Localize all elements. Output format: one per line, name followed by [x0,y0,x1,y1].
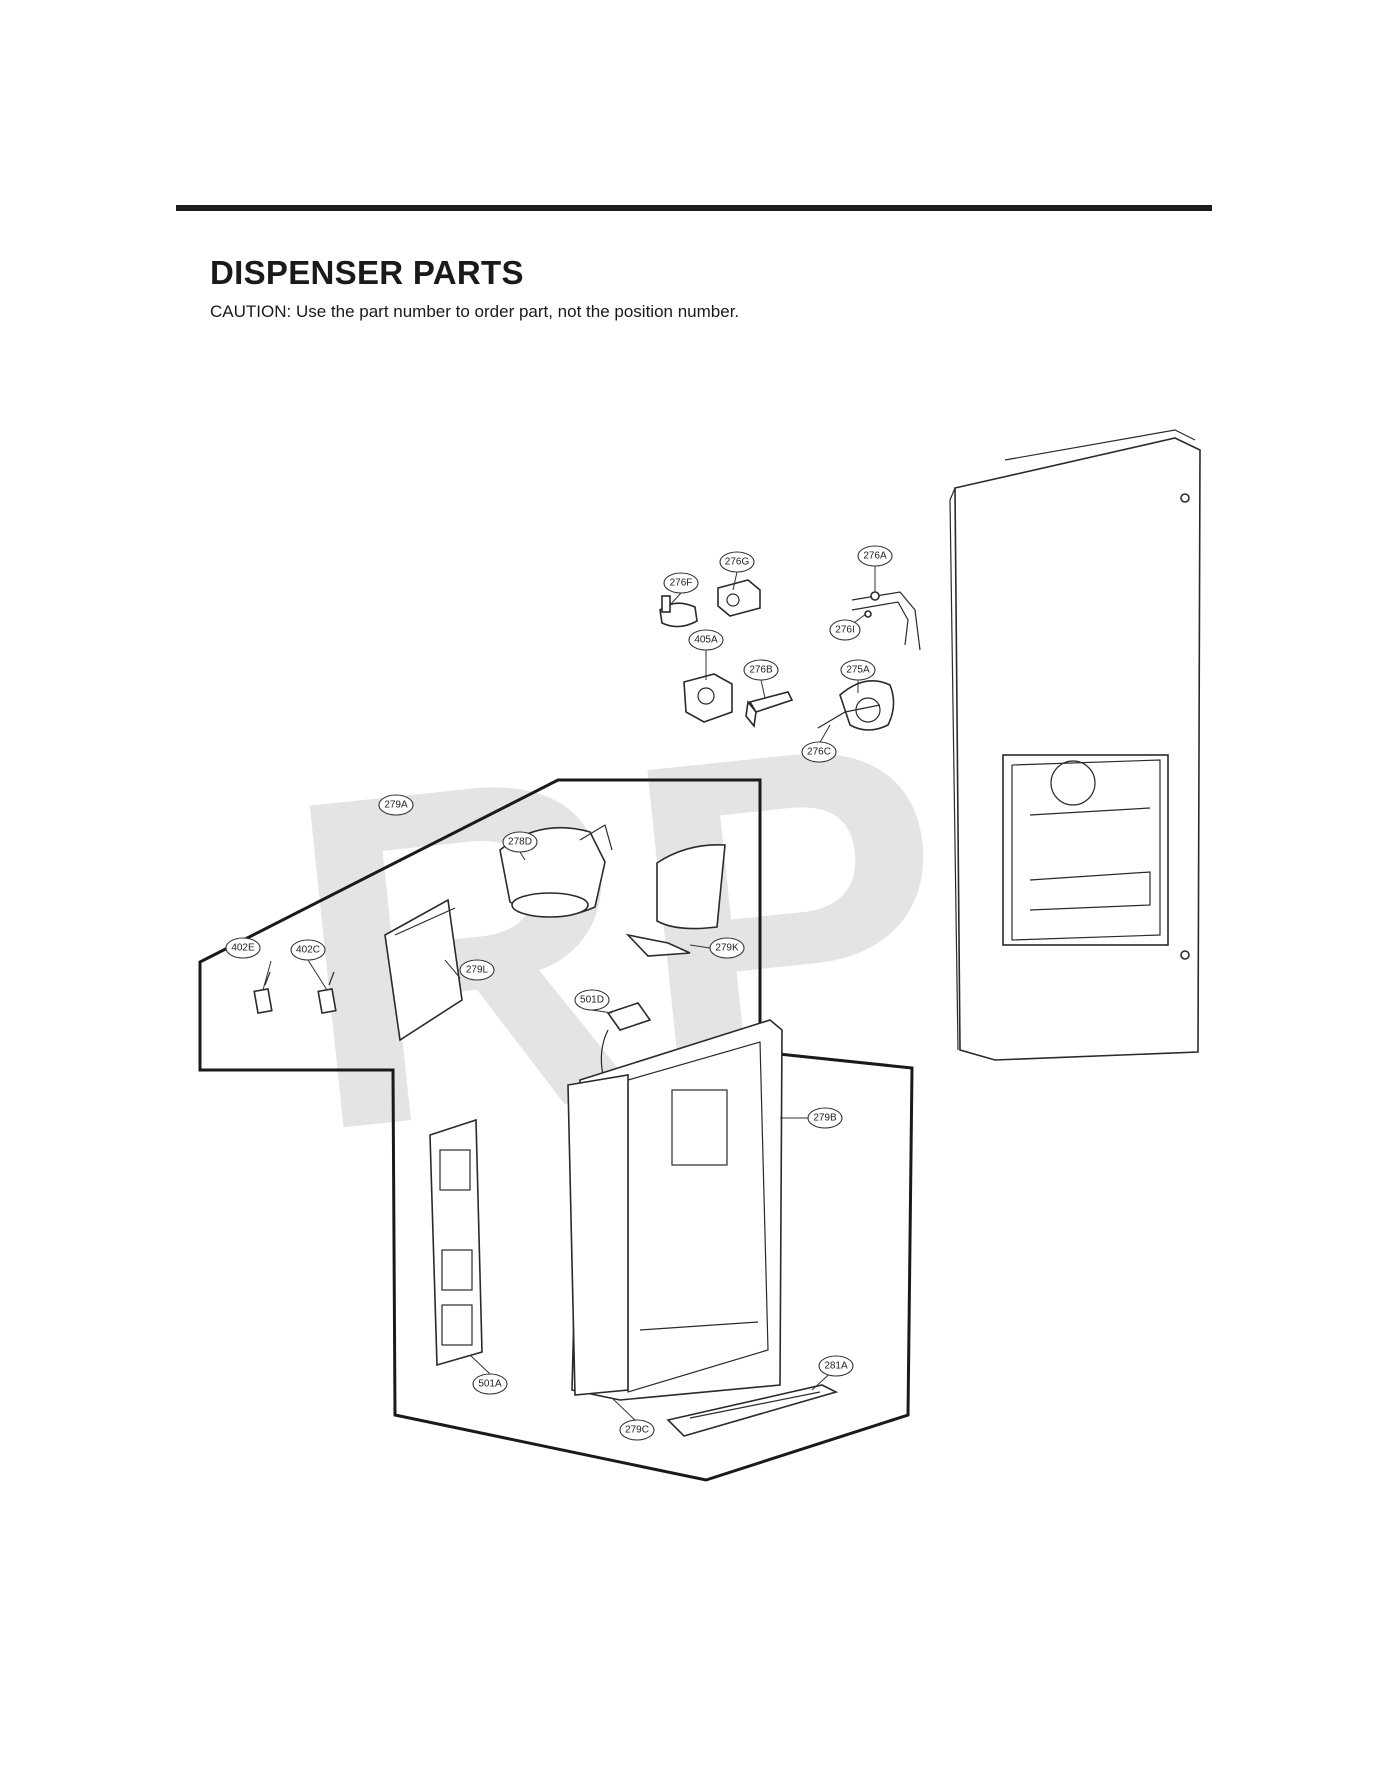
callout-405A: 405A [688,629,724,651]
callout-501D: 501D [574,989,610,1011]
callout-279B: 279B [807,1107,843,1129]
svg-text:276B: 276B [749,665,773,676]
callout-276F: 276F [663,572,699,594]
svg-text:402E: 402E [231,943,255,954]
part-276A [851,591,921,651]
svg-text:279A: 279A [384,800,408,811]
callout-281A: 281A [818,1355,854,1377]
part-402C [317,971,337,1014]
callout-279L: 279L [459,959,495,981]
callout-279K: 279K [709,937,745,959]
part-281A [666,1384,839,1437]
assembly-boundary [198,778,914,1482]
part-276B [745,691,794,728]
svg-text:279C: 279C [625,1425,649,1436]
part-276F [659,595,698,628]
callout-276C: 276C [801,741,837,763]
callout-275A: 275A [840,659,876,681]
svg-text:405A: 405A [694,635,718,646]
callout-276G: 276G [719,551,755,573]
svg-text:402C: 402C [296,945,320,956]
part-501A [429,1118,483,1367]
svg-text:279L: 279L [466,965,489,976]
part-279C [567,1074,629,1396]
header-rule [176,205,1212,211]
callout-501A: 501A [472,1373,508,1395]
part-275A [817,679,895,731]
callout-402E: 402E [225,937,261,959]
svg-text:281A: 281A [824,1361,848,1372]
svg-text:278D: 278D [508,837,532,848]
part-276G [717,579,761,617]
callout-278D: 278D [502,831,538,853]
part-501D [600,1002,652,1076]
callout-276B: 276B [743,659,779,681]
callout-276I: 276I [829,619,861,641]
svg-text:276F: 276F [670,578,693,589]
svg-text:276A: 276A [863,551,887,562]
caution-note: CAUTION: Use the part number to order pa… [210,302,740,321]
callout-402C: 402C [290,939,326,961]
part-402E [253,971,273,1014]
callout-279C: 279C [619,1419,655,1441]
svg-text:276I: 276I [835,625,854,636]
svg-text:501D: 501D [580,995,604,1006]
part-405A [683,673,733,723]
svg-text:501A: 501A [478,1379,502,1390]
door-panel [949,429,1201,1061]
svg-text:279B: 279B [813,1113,837,1124]
svg-text:276G: 276G [725,557,750,568]
svg-text:275A: 275A [846,665,870,676]
callout-279A: 279A [378,794,414,816]
page-title: DISPENSER PARTS [210,254,524,291]
part-279K [625,844,726,957]
part-279L [384,898,463,1042]
callout-276A: 276A [857,545,893,567]
svg-text:279K: 279K [715,943,739,954]
svg-text:276C: 276C [807,747,831,758]
